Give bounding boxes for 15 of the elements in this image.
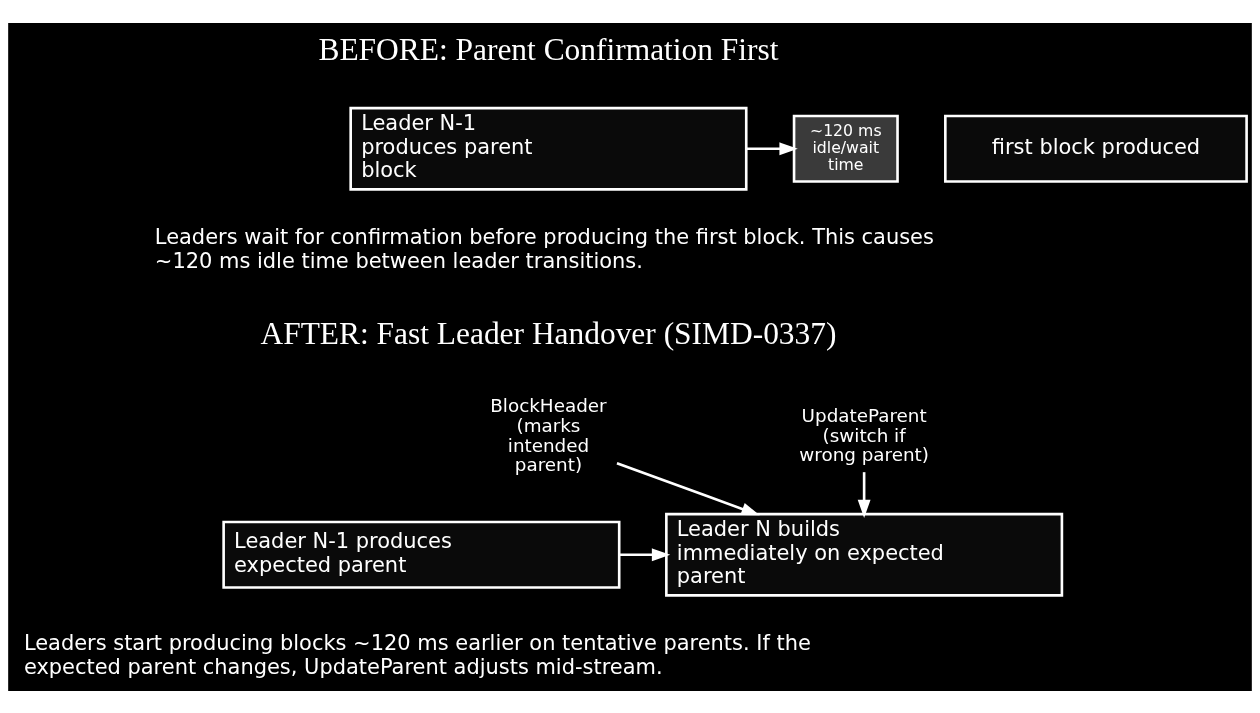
node-box: first block produced bbox=[944, 114, 1248, 183]
label: BEFORE: Parent Confirmation First bbox=[318, 31, 779, 67]
arrow bbox=[619, 547, 671, 561]
node-box: Leader N builds immediately on expected parent bbox=[665, 512, 1064, 597]
node-text: BlockHeader (marks intended parent) bbox=[490, 394, 607, 475]
node-text: UpdateParent (switch if wrong parent) bbox=[799, 404, 929, 465]
arrow bbox=[746, 141, 798, 155]
arrow bbox=[616, 461, 760, 515]
node-box: ~120 ms idle/wait time bbox=[792, 114, 899, 183]
node-box: Leader N-1 produces parent block bbox=[349, 106, 748, 191]
arrow bbox=[857, 471, 871, 518]
label: Leaders start producing blocks ~120 ms earlier on tentative parents. If the expected parent changes, UpdateParent adjusts mid-stream. bbox=[23, 630, 811, 679]
node-box: Leader N-1 produces expected parent bbox=[222, 520, 621, 589]
label: Leaders wait for confirmation before producing the first block. This causes ~120 ms idle time between leader transitions. bbox=[154, 224, 934, 273]
label: AFTER: Fast Leader Handover (SIMD-0337) bbox=[260, 315, 837, 351]
